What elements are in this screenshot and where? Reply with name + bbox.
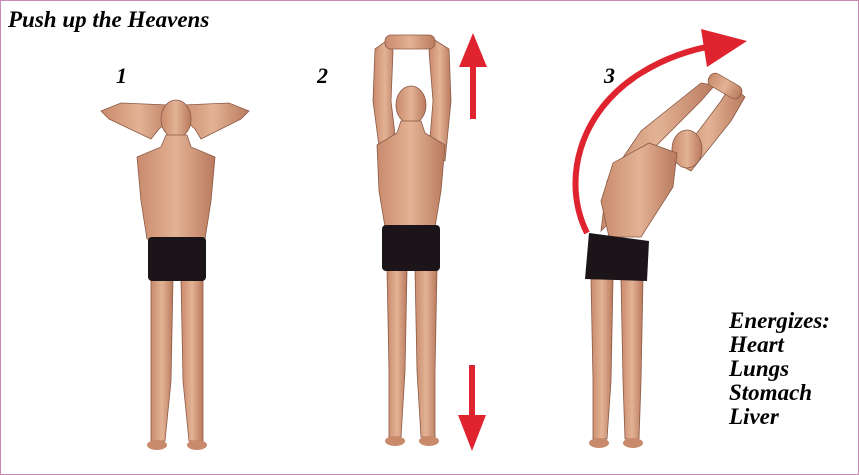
energizes-list: Energizes: Heart Lungs Stomach Liver (729, 309, 830, 429)
figure-step-1 (101, 100, 249, 450)
organ-heart: Heart (729, 333, 830, 357)
up-arrow-icon (459, 33, 487, 119)
figure-step-2 (373, 35, 451, 446)
figure-step-3 (585, 71, 745, 448)
organ-lungs: Lungs (729, 357, 830, 381)
organ-stomach: Stomach (729, 381, 830, 405)
energizes-heading: Energizes: (729, 309, 830, 333)
organ-liver: Liver (729, 405, 830, 429)
down-arrow-icon (458, 365, 486, 451)
